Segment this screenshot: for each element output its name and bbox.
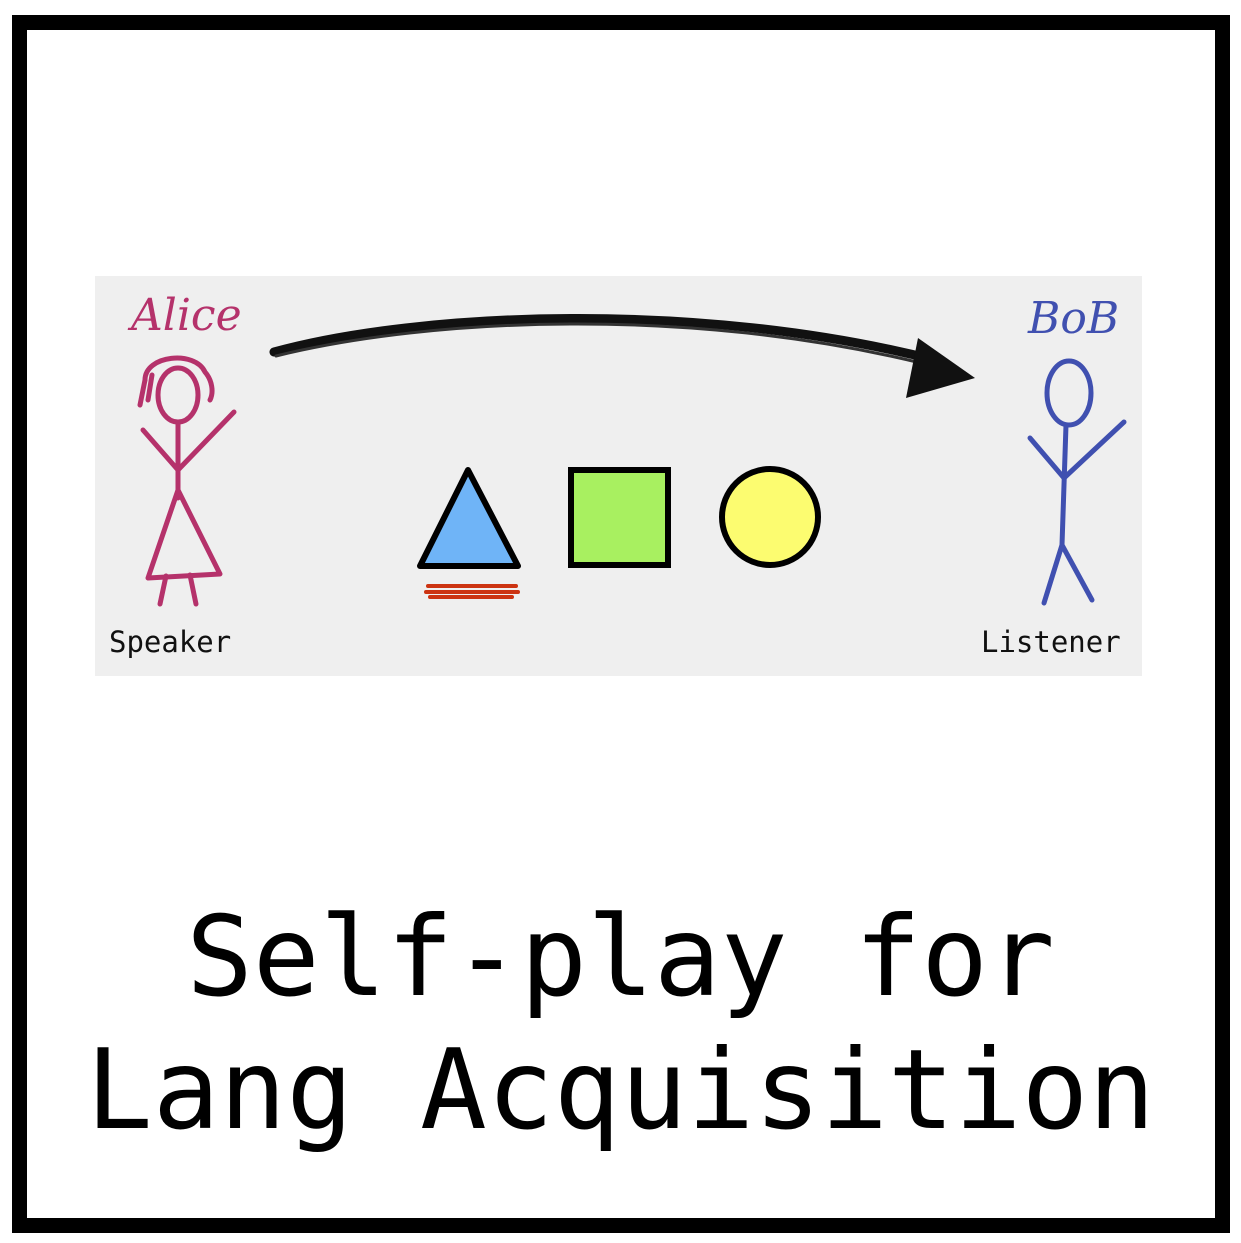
arrow-head — [906, 338, 975, 398]
alice-dress — [145, 487, 223, 581]
alice-arms — [140, 409, 237, 473]
alice-hair-strands — [137, 372, 155, 408]
objects-group — [417, 466, 821, 599]
triangle-object — [417, 467, 521, 569]
alice-hair — [142, 355, 215, 403]
alice-head — [155, 365, 201, 425]
circle-object — [719, 466, 821, 568]
listener-role-label: Listener — [981, 625, 1121, 659]
bob-legs — [1041, 542, 1095, 606]
title-line-2: Lang Acquisition — [85, 1026, 1156, 1155]
alice-legs — [157, 572, 199, 607]
title-line-1: Self-play for — [186, 893, 1055, 1022]
bob-body — [1059, 422, 1069, 548]
speaker-name: Alice — [131, 290, 242, 341]
square-object — [568, 467, 671, 568]
message-arrow — [269, 314, 975, 398]
bob-figure — [1027, 358, 1127, 606]
alice-figure — [137, 355, 237, 607]
bob-arms — [1027, 419, 1127, 481]
selection-mark — [424, 584, 520, 599]
listener-name: BoB — [1028, 293, 1120, 344]
bob-head — [1044, 358, 1094, 428]
speaker-role-label: Speaker — [109, 625, 232, 659]
